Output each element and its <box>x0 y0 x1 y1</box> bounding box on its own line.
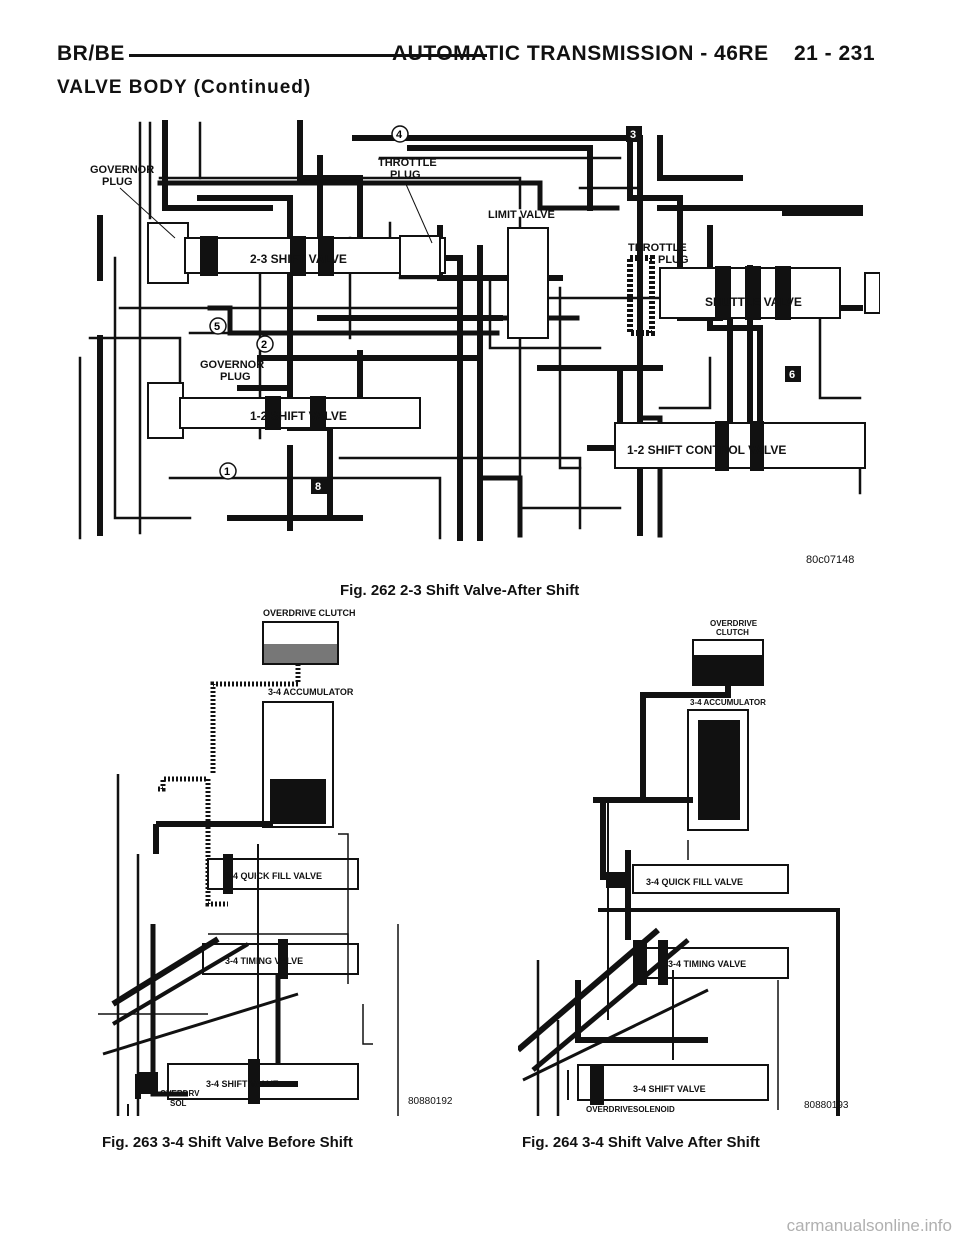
label-1-2-shift-valve: 1-2 SHIFT VALVE <box>250 409 347 423</box>
figure-263-code: 80880192 <box>408 1096 453 1107</box>
figure-264-caption: Fig. 264 3-4 Shift Valve After Shift <box>522 1134 760 1151</box>
label-governor-plug-mid: GOVERNOR <box>200 359 264 371</box>
model-code: BR/BE <box>57 42 125 65</box>
chapter-title: AUTOMATIC TRANSMISSION - 46RE 21 - 231 <box>392 42 875 66</box>
marker-4: 4 <box>396 129 403 141</box>
label-3-4-accumulator-264: 3-4 ACCUMULATOR <box>690 698 766 707</box>
marker-6: 6 <box>789 369 795 381</box>
label-throttle-plug-left-2: PLUG <box>390 169 421 181</box>
marker-3: 3 <box>630 129 636 141</box>
figure-262-code: 80c07148 <box>806 554 855 566</box>
label-throttle-plug-left: THROTTLE <box>378 157 437 169</box>
section-title: VALVE BODY (Continued) <box>57 77 312 98</box>
figure-262-markers: 4 3 5 2 6 1 8 <box>209 125 801 494</box>
header-rule <box>129 54 487 57</box>
label-2-3-shift-valve: 2-3 SHIFT VALVE <box>250 252 347 266</box>
chapter-name: AUTOMATIC TRANSMISSION - 46RE <box>392 42 769 65</box>
label-overdrive-clutch-264: OVERDRIVE <box>710 619 758 628</box>
hydraulic-diagram-263: OVERDRIVE CLUTCH 3-4 ACCUMULATOR 3-4 QUI… <box>98 608 399 1116</box>
label-1-2-shift-control-valve: 1-2 SHIFT CONTROL VALVE <box>627 443 786 457</box>
label-overdrive-clutch: OVERDRIVE CLUTCH <box>263 608 356 618</box>
figure-264: OVERDRIVE CLUTCH 3-4 ACCUMULATOR 3-4 QUI… <box>516 610 868 1116</box>
figure-262: GOVERNOR PLUG THROTTLE PLUG LIMIT VALVE … <box>60 118 881 568</box>
hydraulic-diagram-264: OVERDRIVE CLUTCH 3-4 ACCUMULATOR 3-4 QUI… <box>516 619 840 1116</box>
label-overdrive-264: OVERDRIVE <box>586 1105 634 1114</box>
label-governor-plug-mid-2: PLUG <box>220 371 251 383</box>
marker-5: 5 <box>214 321 220 333</box>
label-throttle-plug-right: THROTTLE <box>628 242 687 254</box>
page-number: 21 - 231 <box>793 42 875 65</box>
label-3-4-quick-fill-valve: 3-4 QUICK FILL VALVE <box>225 871 322 881</box>
figure-263-caption: Fig. 263 3-4 Shift Valve Before Shift <box>102 1134 353 1151</box>
label-limit-valve: LIMIT VALVE <box>488 209 555 221</box>
label-3-4-quick-fill-valve-264: 3-4 QUICK FILL VALVE <box>646 877 743 887</box>
label-3-4-shift-valve: 3-4 SHIFT VALVE <box>206 1079 279 1089</box>
watermark-footer: carmanualsonline.info <box>786 1216 952 1235</box>
label-shuttle-valve: SHUTTLE VALVE <box>705 295 802 309</box>
marker-1: 1 <box>224 466 230 478</box>
label-solenoid-264: SOLENOID <box>633 1105 675 1114</box>
figure-262-caption: Fig. 262 2-3 Shift Valve-After Shift <box>340 582 580 599</box>
figure-263: OVERDRIVE CLUTCH 3-4 ACCUMULATOR 3-4 QUI… <box>98 604 468 1116</box>
label-overdrv-sol-2: SOL <box>170 1099 187 1108</box>
marker-2: 2 <box>261 339 267 351</box>
label-3-4-shift-valve-264: 3-4 SHIFT VALVE <box>633 1084 706 1094</box>
label-3-4-timing-valve-264: 3-4 TIMING VALVE <box>668 959 746 969</box>
label-overdrive-clutch-264-2: CLUTCH <box>716 628 749 637</box>
figure-262-labels: GOVERNOR PLUG THROTTLE PLUG LIMIT VALVE … <box>90 157 802 457</box>
label-throttle-plug-right-2: PLUG <box>658 254 689 266</box>
label-governor-plug-top: GOVERNOR <box>90 164 154 176</box>
figure-264-code: 80880193 <box>804 1100 849 1111</box>
label-overdrv-sol: OVERDRV <box>160 1089 200 1098</box>
hydraulic-diagram-262: GOVERNOR PLUG THROTTLE PLUG LIMIT VALVE … <box>78 120 881 541</box>
page-header: BR/BE AUTOMATIC TRANSMISSION - 46RE 21 -… <box>57 42 875 72</box>
label-3-4-accumulator: 3-4 ACCUMULATOR <box>268 687 354 697</box>
label-governor-plug-top-2: PLUG <box>102 176 133 188</box>
label-3-4-timing-valve: 3-4 TIMING VALVE <box>225 956 303 966</box>
marker-8: 8 <box>315 481 321 493</box>
